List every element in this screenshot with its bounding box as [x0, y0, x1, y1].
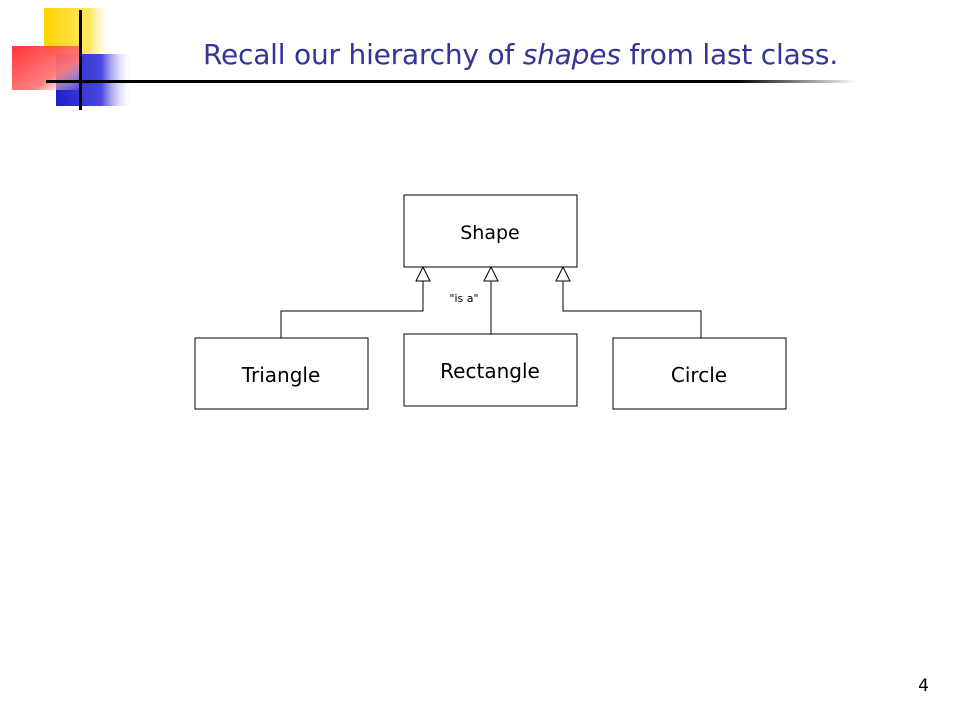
node-shape: Shape	[403, 194, 578, 268]
node-triangle-label: Triangle	[241, 363, 321, 387]
title-emphasis: shapes	[522, 38, 621, 71]
arrowhead-rectangle	[483, 265, 499, 282]
node-circle-label: Circle	[671, 363, 727, 387]
title-rule	[46, 80, 858, 83]
relation-label: "is a"	[449, 292, 478, 305]
deco-vertical-line	[79, 10, 82, 110]
node-triangle: Triangle	[194, 337, 369, 410]
connector-triangle	[280, 281, 424, 338]
title-suffix: from last class.	[620, 38, 839, 71]
arrowhead-triangle	[415, 265, 431, 282]
node-rectangle-label: Rectangle	[440, 359, 540, 383]
page-number: 4	[918, 676, 929, 696]
node-circle: Circle	[612, 337, 787, 410]
title-prefix: Recall our hierarchy of	[203, 38, 523, 71]
corner-decoration	[12, 8, 858, 110]
arrowhead-circle	[555, 265, 571, 282]
slide-title: Recall our hierarchy of shapes from last…	[203, 38, 838, 71]
node-rectangle: Rectangle	[403, 333, 578, 407]
connector-circle	[562, 281, 702, 338]
node-shape-label: Shape	[460, 222, 520, 244]
